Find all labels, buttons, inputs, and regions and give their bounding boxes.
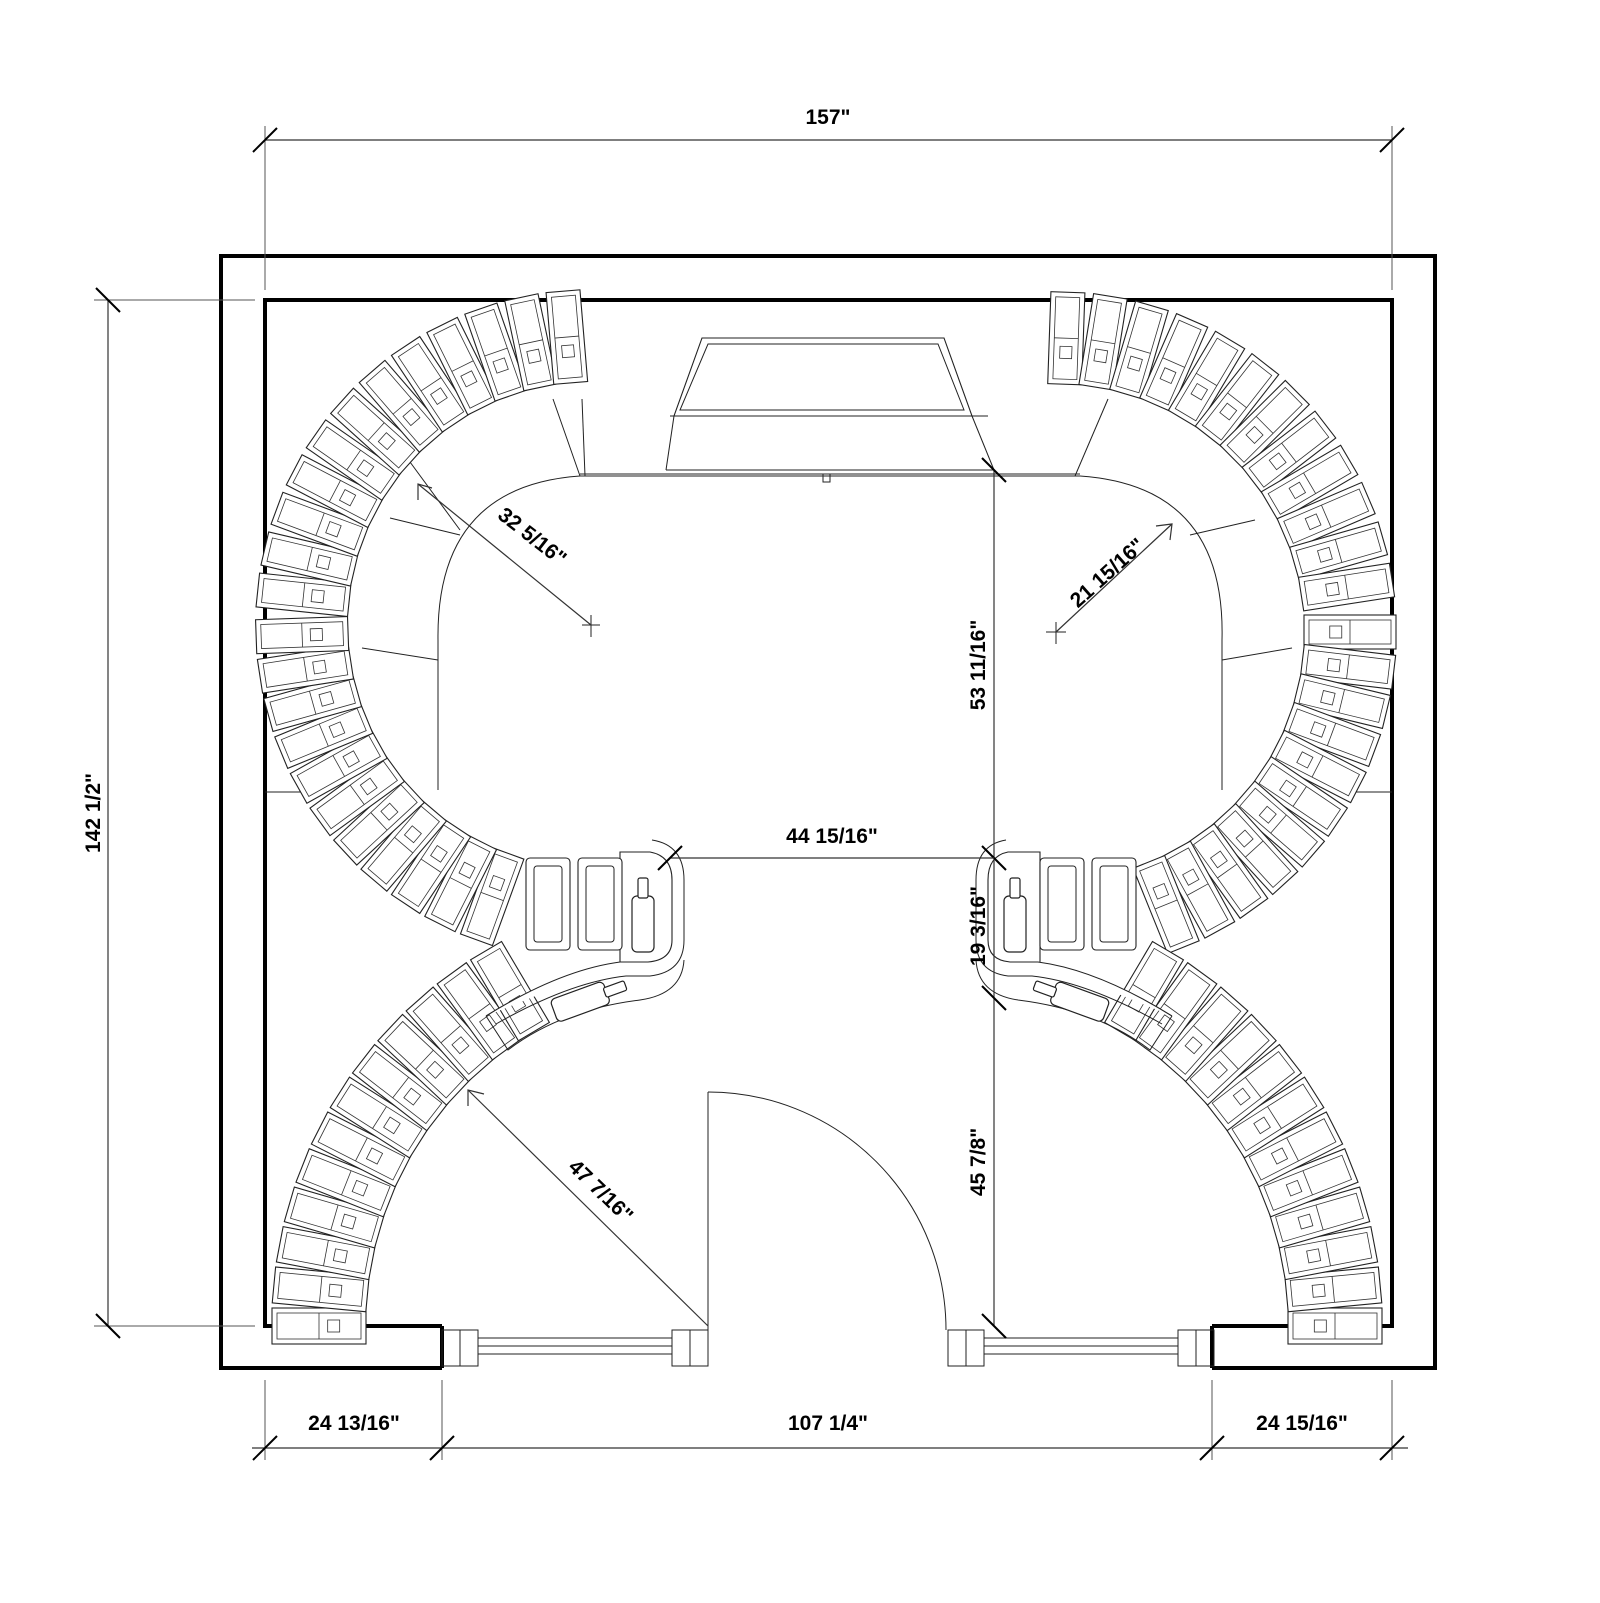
top-display-case <box>580 337 1080 483</box>
rack-unit <box>545 289 589 385</box>
rack-unit <box>254 615 350 655</box>
rack-unit <box>1209 802 1299 896</box>
rack-unit <box>1251 755 1349 838</box>
rack-unit <box>285 453 385 529</box>
center-vertical-lower-label: 45 7/8" <box>967 1128 990 1196</box>
rack-unit <box>1204 1043 1303 1132</box>
upper-floor-outline <box>265 398 1392 793</box>
bottom-right-segment-label: 24 15/16" <box>1256 1412 1348 1435</box>
bottom-left-radius-label: 47 7/16" <box>564 1155 638 1227</box>
rack-unit <box>295 1148 398 1218</box>
rack-unit <box>390 335 472 433</box>
wine-racks <box>254 289 1397 1345</box>
rack-unit <box>469 940 551 1042</box>
overall-height-label: 142 1/2" <box>82 773 105 853</box>
upright-bottle-racks <box>525 857 1137 951</box>
rack-unit <box>459 846 525 947</box>
rack-unit <box>270 491 370 557</box>
rack-unit <box>1078 293 1128 391</box>
rack-unit <box>1157 986 1249 1083</box>
rack-unit <box>1132 854 1200 955</box>
rack-unit <box>1289 521 1389 581</box>
rack-unit <box>1297 562 1396 612</box>
rack-unit <box>271 1307 367 1345</box>
left-top-radius-label: 32 5/16" <box>493 503 570 570</box>
rack-unit <box>329 387 423 476</box>
rack-unit <box>1303 614 1397 650</box>
rack-unit <box>1167 330 1246 429</box>
bottle-icon <box>550 981 610 1022</box>
rack-unit <box>1131 961 1218 1061</box>
rack-unit <box>1224 1076 1325 1159</box>
rack-unit <box>1268 729 1367 804</box>
bottle-icon <box>631 895 655 953</box>
rack-unit <box>1287 1307 1383 1345</box>
dimension-labels: 157" 142 1/2" 32 5/16" 21 15/16" 53 11/1… <box>82 106 1348 1435</box>
rack-unit <box>1260 444 1359 522</box>
rack-unit <box>1182 1013 1277 1106</box>
rack-unit <box>255 572 352 618</box>
right-top-radius-label: 21 15/16" <box>1066 534 1150 612</box>
rack-unit <box>1103 940 1185 1042</box>
rack-unit <box>310 1111 413 1188</box>
bottom-center-segment-label: 107 1/4" <box>788 1412 868 1435</box>
right-counter-depth-label: 19 3/16" <box>967 886 990 966</box>
rack-unit <box>1047 291 1086 386</box>
rack-unit <box>1159 840 1236 939</box>
bottom-left-segment-label: 24 13/16" <box>308 1412 400 1435</box>
bottle-icon <box>1003 895 1027 953</box>
rack-unit <box>1281 701 1382 768</box>
rack-unit <box>358 359 446 453</box>
rack-unit <box>1241 410 1337 495</box>
dimension-lines <box>94 126 1408 1461</box>
center-horizontal-label: 44 15/16" <box>786 825 878 848</box>
rack-unit <box>283 1186 386 1249</box>
bottle-neck-icon <box>1009 877 1021 899</box>
rack-unit <box>1292 673 1392 730</box>
left-counter <box>485 839 685 1051</box>
rack-unit <box>1138 312 1209 413</box>
rack-unit <box>504 293 558 392</box>
rack-unit <box>1194 352 1280 448</box>
rack-unit <box>1299 643 1397 690</box>
outer-wall <box>219 254 1437 1370</box>
rack-unit <box>464 302 528 402</box>
door-swing-arc <box>707 1091 947 1331</box>
rack-unit <box>1268 1186 1371 1249</box>
rack-unit <box>426 316 499 416</box>
rack-unit <box>1231 780 1326 868</box>
center-vertical-upper-label: 53 11/16" <box>967 620 990 711</box>
bottle-neck-icon <box>637 877 649 899</box>
rack-unit <box>1256 1148 1359 1218</box>
rack-unit <box>305 419 402 502</box>
bottle-icon <box>1050 981 1110 1022</box>
rack-unit <box>1284 1266 1383 1313</box>
entry-door <box>441 1091 1215 1367</box>
rack-unit <box>1241 1111 1344 1188</box>
rack-unit <box>405 986 497 1083</box>
rack-unit <box>377 1013 472 1106</box>
rack-unit <box>271 1266 370 1313</box>
rack-unit <box>260 531 359 587</box>
rack-unit <box>274 701 374 770</box>
rack-unit <box>1109 300 1169 400</box>
rack-unit <box>1276 481 1376 551</box>
overall-width-label: 157" <box>806 106 851 129</box>
rack-unit <box>351 1043 450 1132</box>
rack-unit <box>329 1076 430 1159</box>
rack-unit <box>436 961 523 1061</box>
rack-unit <box>1185 822 1269 920</box>
rack-unit <box>1219 379 1311 471</box>
